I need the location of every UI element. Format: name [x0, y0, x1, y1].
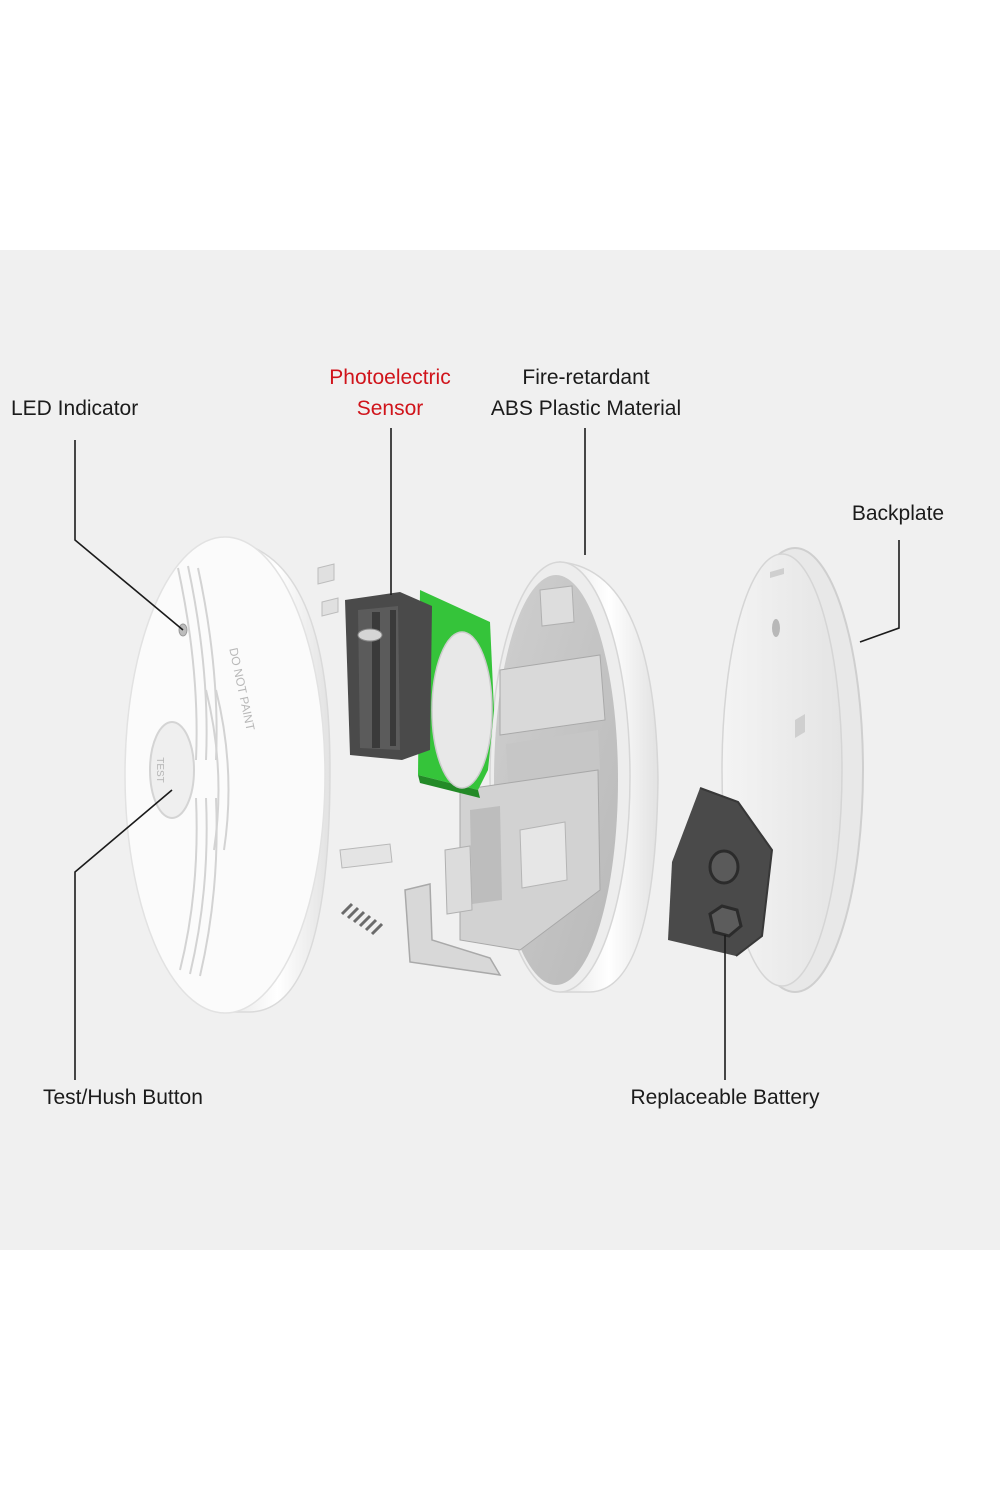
label-test-hush-button: Test/Hush Button [43, 1082, 203, 1113]
battery-terminal-hex [710, 906, 741, 936]
sensor-lens [358, 629, 382, 641]
diagram-panel: TEST DO NOT PAINT LED Indicator Photoele… [0, 250, 1000, 1250]
label-replaceable-battery: Replaceable Battery [622, 1082, 828, 1113]
leader-backplate [860, 540, 899, 642]
label-led-indicator: LED Indicator [11, 393, 138, 424]
label-photoelectric-sensor: Photoelectric Sensor [320, 362, 460, 424]
photoelectric-sensor-assembly [345, 590, 494, 798]
label-housing-material: Fire-retardant ABS Plastic Material [476, 362, 696, 424]
mounting-hole [772, 619, 780, 637]
sensor-cap [432, 632, 492, 788]
label-line: Fire-retardant [476, 362, 696, 393]
label-line: ABS Plastic Material [476, 393, 696, 424]
battery-terminal-round [710, 851, 738, 883]
test-engraving: TEST [154, 757, 165, 783]
label-line: Photoelectric [320, 362, 460, 393]
label-backplate: Backplate [840, 498, 956, 529]
spring [342, 904, 382, 934]
label-line: Sensor [320, 393, 460, 424]
